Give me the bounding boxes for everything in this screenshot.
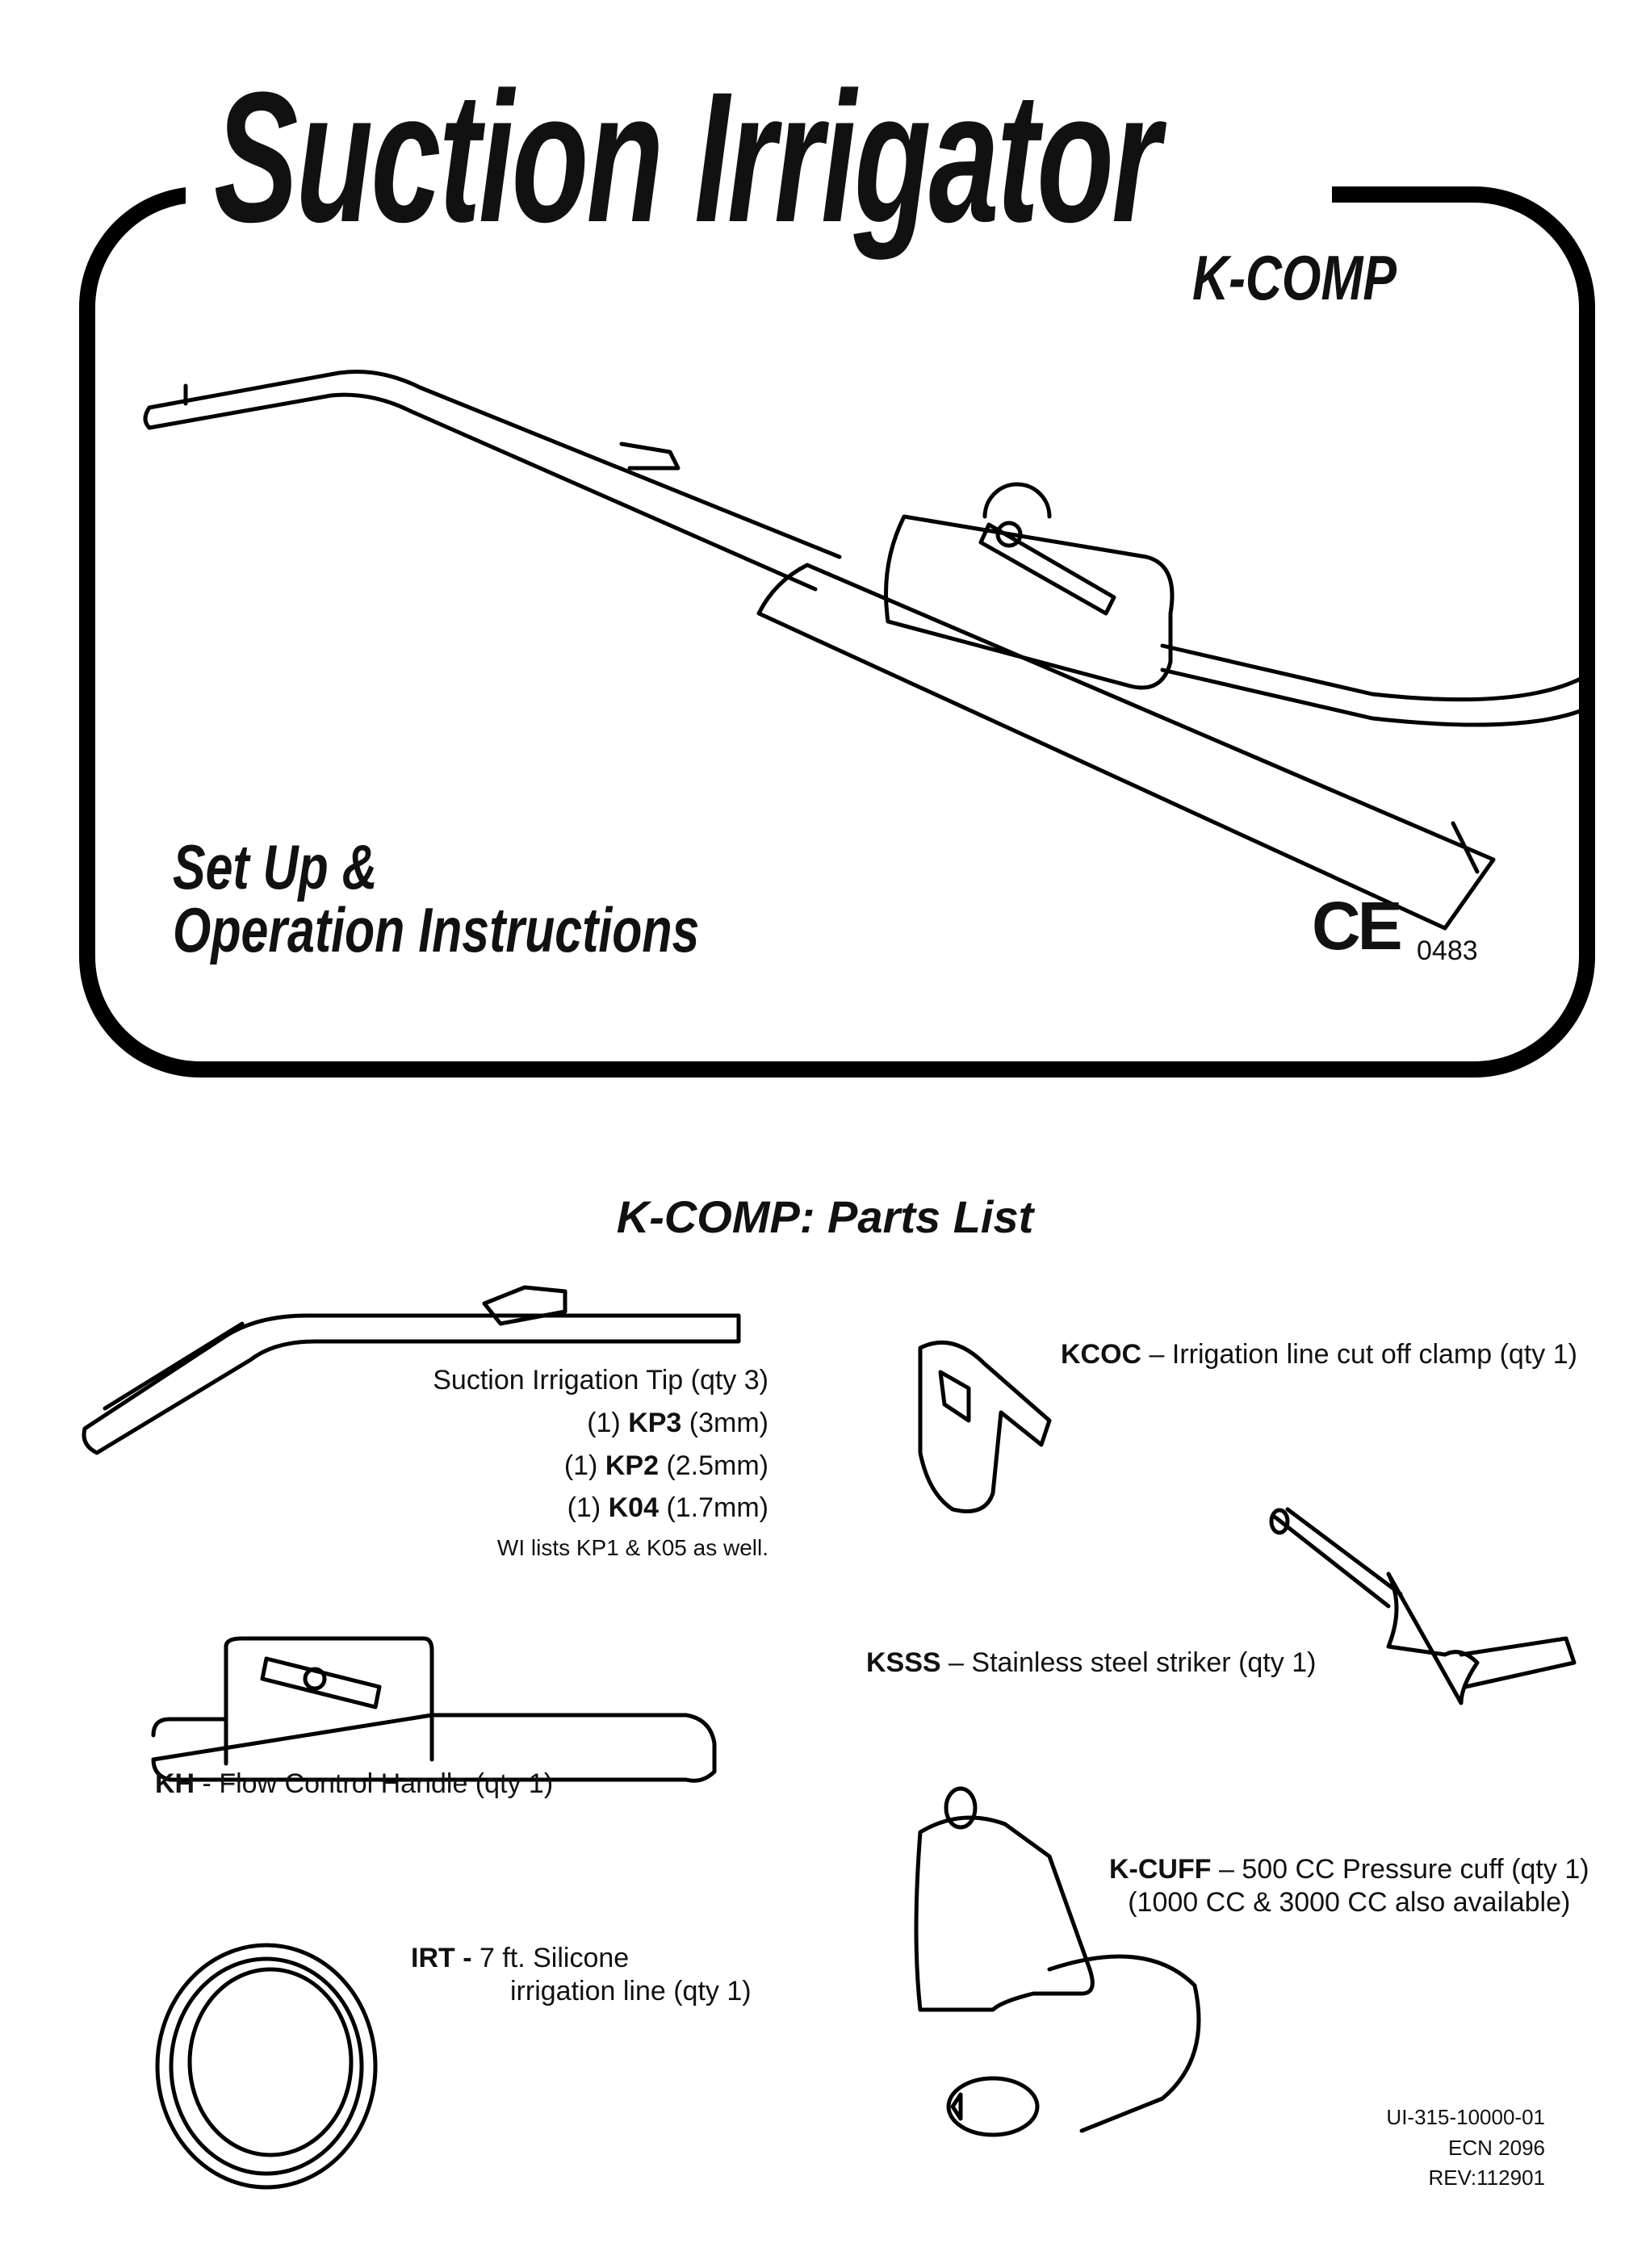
tip-variant: (1) KP2 (2.5mm) [563,1450,768,1481]
tip-variant: (1) K04 (1.7mm) [567,1492,768,1524]
subtitle-line-2: Operation Instructions [173,894,700,965]
kcuff-description: K-CUFF – 500 CC Pressure cuff (qty 1) (1… [1109,1854,1589,1918]
tip-variant: (1) KP3 (3mm) [587,1407,768,1438]
suction-tip-illustration [82,1285,741,1455]
revision: REV:112901 [1428,2165,1545,2191]
clamp-illustration [918,1340,1052,1513]
tip-note: WI lists KP1 & K05 as well. [496,1535,768,1561]
kcoc-description: KCOC – Irrigation line cut off clamp (qt… [1061,1339,1577,1370]
subtitle-line-1: Set Up & [173,831,378,902]
ecn-number: ECN 2096 [1448,2135,1545,2160]
pressure-cuff-illustration [914,1786,1201,2137]
striker-illustration [1269,1507,1577,1705]
handle-illustration [151,1636,717,1783]
tip-description: Suction Irrigation Tip (qty 3) (1) KP3 (… [433,1364,768,1562]
title-backdrop [186,77,1332,230]
page-title: Suction Irrigator [214,53,1161,261]
ksss-description: KSSS – Stainless steel striker (qty 1) [866,1647,1317,1678]
notified-body-number: 0483 [1417,935,1478,966]
parts-list-heading: K-COMP: Parts List [616,1191,1034,1242]
irt-description: IRT - 7 ft. Silicone irrigation line (qt… [411,1943,752,2006]
cover-subtitle: Set Up & Operation Instructions [173,835,699,961]
tip-label: Suction Irrigation Tip (qty 3) [433,1365,768,1396]
doc-number: UI-315-10000-01 [1386,2105,1545,2129]
kh-description: KH - Flow Control Handle (qty 1) [155,1768,554,1799]
document-footer: UI-315-10000-01 ECN 2096 REV:112901 [1386,2103,1545,2194]
main-device-illustration [143,370,1585,931]
irrigation-line-illustration [155,1943,378,2190]
model-name: K-COMP [1192,242,1397,313]
ce-mark: CE [1312,888,1403,964]
